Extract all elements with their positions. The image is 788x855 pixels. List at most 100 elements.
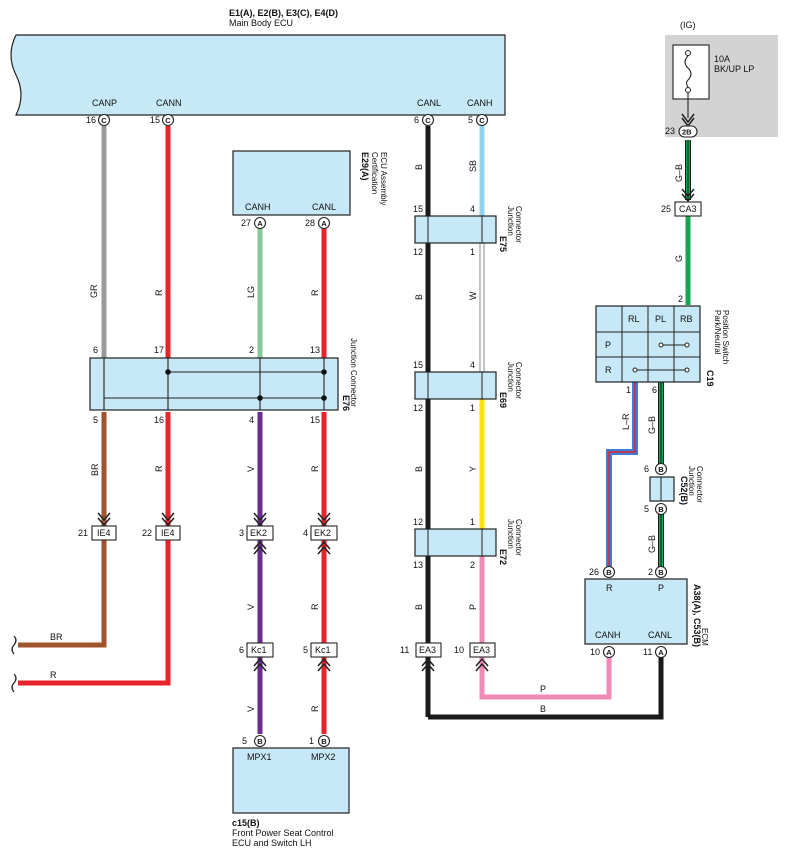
- cert-pin-label-canh: CANH: [245, 202, 271, 212]
- ecm-pin-conn-2: B: [658, 568, 664, 577]
- e75-junction: 15 4 12 1 E75 Junction Connector: [413, 204, 523, 257]
- kc1-b-label: Kc1: [315, 645, 331, 655]
- c52-pin-top: [654, 462, 668, 476]
- e76-pin-5: 5: [93, 415, 98, 425]
- wlabel-gr: GR: [89, 284, 99, 298]
- ie4-a-connector: IE4 21: [78, 512, 117, 541]
- wlabel-w: W: [468, 291, 478, 300]
- cert-pin-28: [317, 216, 331, 230]
- fuse-terminal-top: [685, 50, 691, 56]
- e72-pin-bot-b: 2: [470, 560, 475, 570]
- cert-ecu-code: E29(A): [360, 152, 370, 181]
- e72-code: E72: [498, 549, 508, 565]
- seat-ecu: 5 B 1 B MPX1 MPX2 c15(B) Front Power Sea…: [232, 734, 350, 848]
- ek2-b-label: EK2: [314, 528, 331, 538]
- main-ecu-pin-16: [97, 113, 111, 127]
- e76-node-4: [321, 395, 327, 401]
- e75-code: E75: [498, 236, 508, 252]
- main-ecu-pin-label-canl: CANL: [417, 98, 441, 108]
- c52-pin-bot-num: 5: [644, 504, 649, 514]
- cert-pin-num-27: 27: [241, 218, 251, 228]
- e72-box: [414, 528, 497, 557]
- wlabel-b-lower: B: [414, 466, 424, 472]
- e75-pin-bot-b: 1: [470, 247, 475, 257]
- wlabel-y: Y: [468, 466, 478, 472]
- ecm-pin-conn-10: A: [606, 648, 612, 657]
- c52-pin-top-num: 6: [644, 464, 649, 474]
- ca3-label: CA3: [679, 204, 697, 214]
- main-ecu-pin-conn-16: C: [101, 116, 107, 125]
- c19-code: C19: [705, 370, 715, 387]
- ek2-a-connector: EK2 3: [239, 512, 274, 555]
- main-ecu-pin-num-16: 16: [86, 115, 96, 125]
- fuse-pin-num: 23: [665, 126, 675, 136]
- e76-code: E76: [341, 395, 351, 411]
- e76-node-3: [257, 395, 263, 401]
- certification-ecu: CANH CANL 27 A 28 A E29(A) Certification…: [232, 150, 388, 230]
- fuse-name: BK/UP LP: [714, 64, 754, 74]
- certification-ecu-box: [232, 150, 351, 216]
- cert-ecu-name1: Certification: [370, 152, 379, 194]
- main-body-ecu-box: [10, 34, 506, 116]
- e72-name1: Junction: [506, 519, 515, 549]
- c52-code: C52(B): [679, 476, 689, 505]
- main-ecu-pin-5: [475, 113, 489, 127]
- wlabel-r2: R: [310, 289, 320, 296]
- e76-pin-2: 2: [249, 345, 254, 355]
- fuse-block: (IG) 10A BK/UP LP 23 2B: [665, 20, 778, 138]
- seat-pin-label-mpx2: MPX2: [311, 752, 336, 762]
- seat-pin-conn-1: B: [321, 737, 327, 746]
- e76-pin-16: 16: [154, 415, 164, 425]
- c19-name2: Position Switch: [721, 310, 730, 364]
- c19-name1: Park/Neutral: [713, 310, 722, 355]
- wlabel-r-h: R: [50, 670, 57, 680]
- cert-pin-27: [253, 216, 267, 230]
- fuse-terminal-bottom: [685, 87, 691, 93]
- seat-pin-num-5: 5: [242, 736, 247, 746]
- c19-pin-left: 1: [626, 385, 631, 395]
- ca3-num: 25: [661, 204, 671, 214]
- cert-pin-label-canl: CANL: [312, 202, 336, 212]
- e76-junction: 6 17 2 13 5 16 4 15 E76 Junction Connect…: [89, 338, 358, 425]
- e76-box: [89, 357, 339, 411]
- e69-box: [414, 371, 497, 400]
- kc1-b-connector: Kc1 5: [303, 642, 338, 672]
- ca3-connector: CA3 25: [661, 201, 702, 217]
- main-ecu-name: Main Body ECU: [229, 18, 293, 28]
- ecm-pin-num-10: 10: [590, 647, 600, 657]
- c19-pin-right: 6: [652, 385, 657, 395]
- e72-pin-bot-a: 13: [413, 560, 423, 570]
- wlabel-br-h: BR: [50, 632, 63, 642]
- kc1-b-num: 5: [303, 645, 308, 655]
- wlabel-b-h: B: [540, 704, 546, 714]
- ea3-a-connector: EA3 11: [400, 642, 442, 672]
- e72-pin-top-a: 12: [413, 517, 423, 527]
- wires: [18, 126, 691, 734]
- ecm: 26 B 2 B R P CANH CANL 10 A 11 A A38(A),…: [584, 565, 709, 659]
- wire-r-e76: [18, 412, 171, 686]
- wire-lr: [606, 382, 638, 568]
- seat-ecu-code: c15(B): [232, 818, 260, 828]
- wlabel-v2: V: [246, 604, 256, 610]
- ek2-a-num: 3: [239, 528, 244, 538]
- ecm-pin-num-11: 11: [643, 647, 652, 657]
- e76-pin-6: 6: [93, 345, 98, 355]
- wlabel-p-h: P: [540, 684, 546, 694]
- main-ecu-pin-label-canh: CANH: [467, 98, 493, 108]
- e76-name: Junction Connector: [349, 338, 358, 407]
- fuse-arrow-icon: [681, 113, 695, 124]
- ie4-a-num: 21: [78, 528, 88, 538]
- wire-br: [18, 412, 107, 648]
- c52-pin-top-conn: B: [658, 465, 664, 474]
- e76-pin-17: 17: [154, 345, 164, 355]
- e75-box: [414, 215, 497, 244]
- main-ecu-pin-num-5: 5: [468, 115, 473, 125]
- ecm-pin-label-canl: CANL: [648, 630, 672, 640]
- ca3-chevron-icon-1: [681, 188, 695, 198]
- ecm-pin-num-26: 26: [589, 567, 599, 577]
- main-ecu-pin-num-15: 15: [150, 115, 160, 125]
- ecm-pin-conn-26: B: [606, 568, 612, 577]
- break-marks: [11, 635, 17, 693]
